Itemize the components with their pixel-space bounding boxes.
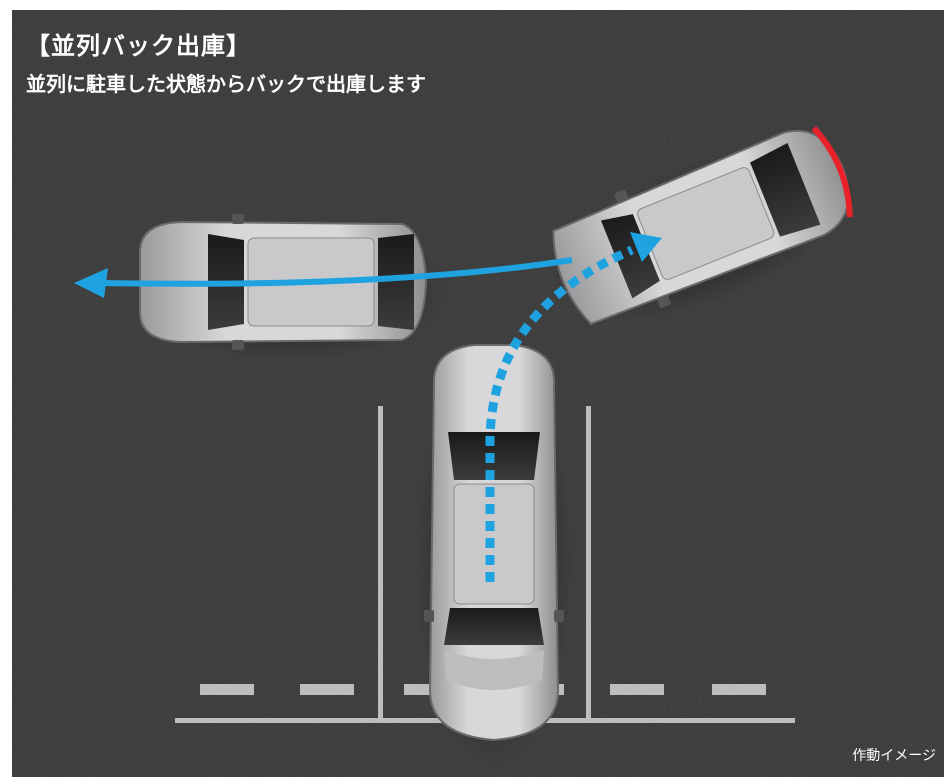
dash-line-1 xyxy=(200,684,254,695)
dash-line-2 xyxy=(300,684,354,695)
car-driving-away xyxy=(130,214,450,362)
dotted-reverse-path xyxy=(485,245,634,582)
page-title: 【並列バック出庫】 xyxy=(26,32,251,60)
page-subtitle: 並列に駐車した状態からバックで出庫します xyxy=(26,72,426,96)
stall-line-left xyxy=(378,406,383,721)
dash-line-3 xyxy=(404,684,444,695)
image-caption: 作動イメージ xyxy=(852,748,936,764)
car-reversing-turn xyxy=(552,126,856,325)
parking-illustration xyxy=(12,10,944,777)
illustration-frame: 【並列バック出庫】 並列に駐車した状態からバックで出庫します 作動イメージ xyxy=(12,10,944,777)
dash-line-6 xyxy=(712,684,766,695)
dotted-path-arrowhead xyxy=(630,232,662,262)
solid-arrow-head xyxy=(74,268,108,298)
dash-line-5 xyxy=(610,684,664,695)
stall-line-right xyxy=(586,406,591,721)
solid-forward-arrow xyxy=(101,257,573,287)
